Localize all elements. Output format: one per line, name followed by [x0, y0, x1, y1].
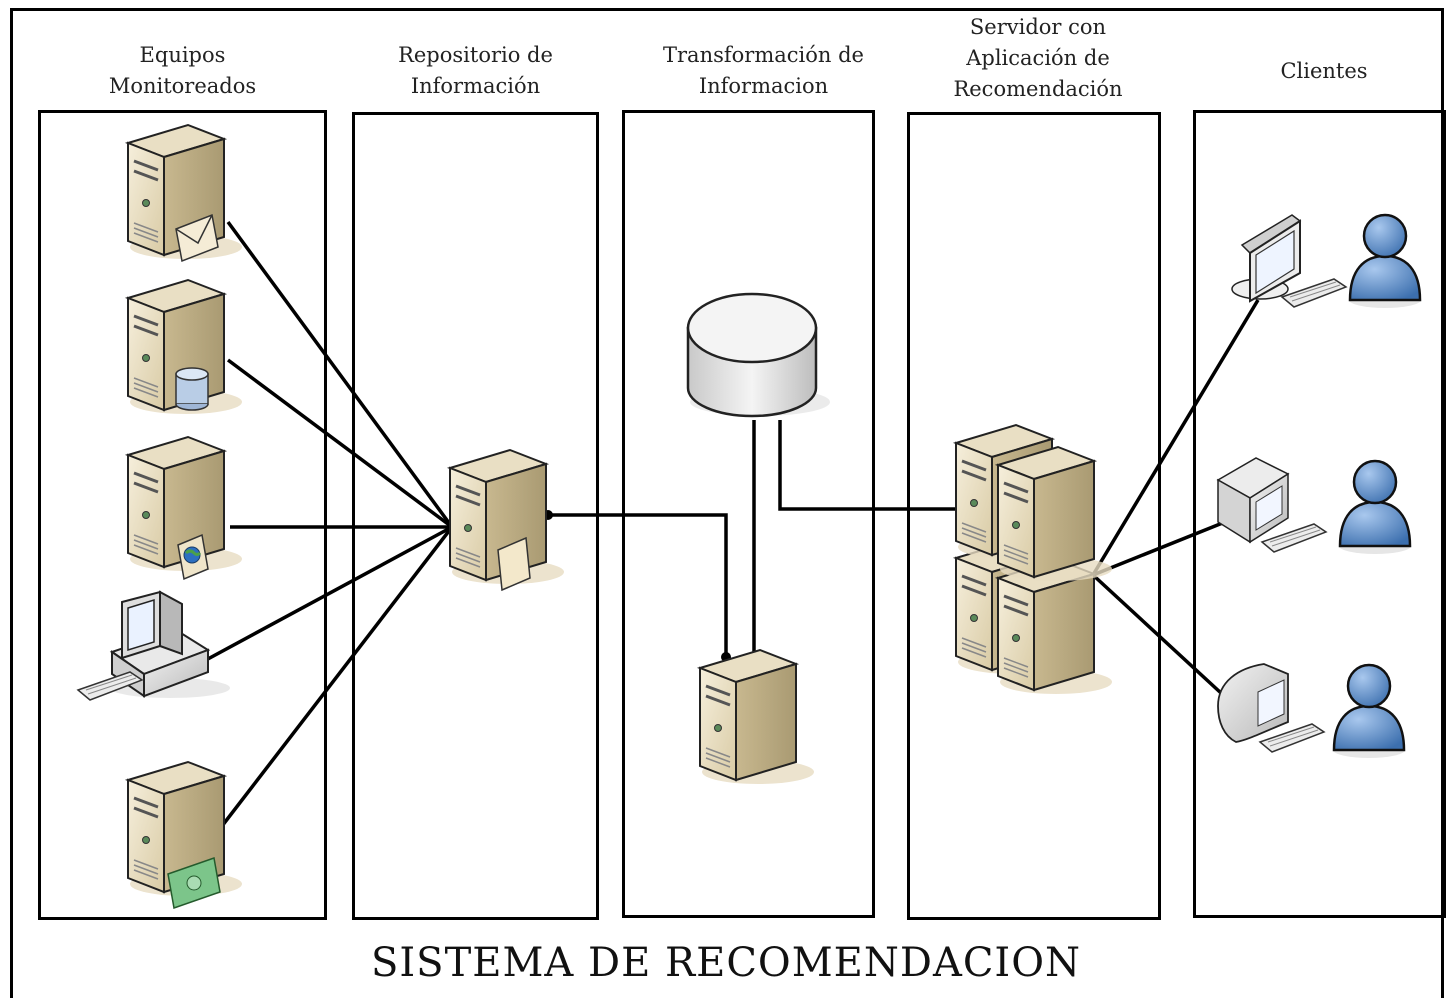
imac-monitor-icon [1217, 663, 1325, 753]
diagram-frame [10, 8, 1444, 998]
database-cylinder-icon [686, 292, 830, 418]
column-monitored-devices [38, 110, 327, 920]
column-title-recommendation: Servidor con Aplicación de Recomendación [953, 15, 1123, 101]
column-title-transformation: Transformación de Informacion [663, 43, 864, 98]
mail-server-icon [126, 123, 244, 263]
etl-server-icon [698, 648, 816, 786]
web-server-icon [126, 435, 244, 581]
file-server-icon [448, 448, 566, 592]
crt-monitor-icon [1216, 457, 1327, 553]
column-clients [1193, 110, 1446, 918]
user-icon [1337, 459, 1413, 556]
column-title-monitored: Equipos Monitoreados [108, 43, 257, 98]
column-recommendation-server [907, 112, 1161, 920]
column-title-repository: Repositorio de Información [398, 43, 553, 98]
desktop-pc-icon [77, 590, 230, 701]
database-server-icon [126, 278, 244, 416]
flat-monitor-icon [1231, 214, 1347, 308]
diagram-title: SISTEMA DE RECOMENDACION [370, 940, 1082, 986]
user-icon [1347, 213, 1423, 310]
user-icon [1331, 663, 1407, 760]
server-cluster-icon [954, 423, 1114, 696]
column-title-clients: Clientes [1280, 59, 1368, 83]
connection-lines [205, 220, 1260, 828]
finance-server-icon [126, 760, 244, 909]
